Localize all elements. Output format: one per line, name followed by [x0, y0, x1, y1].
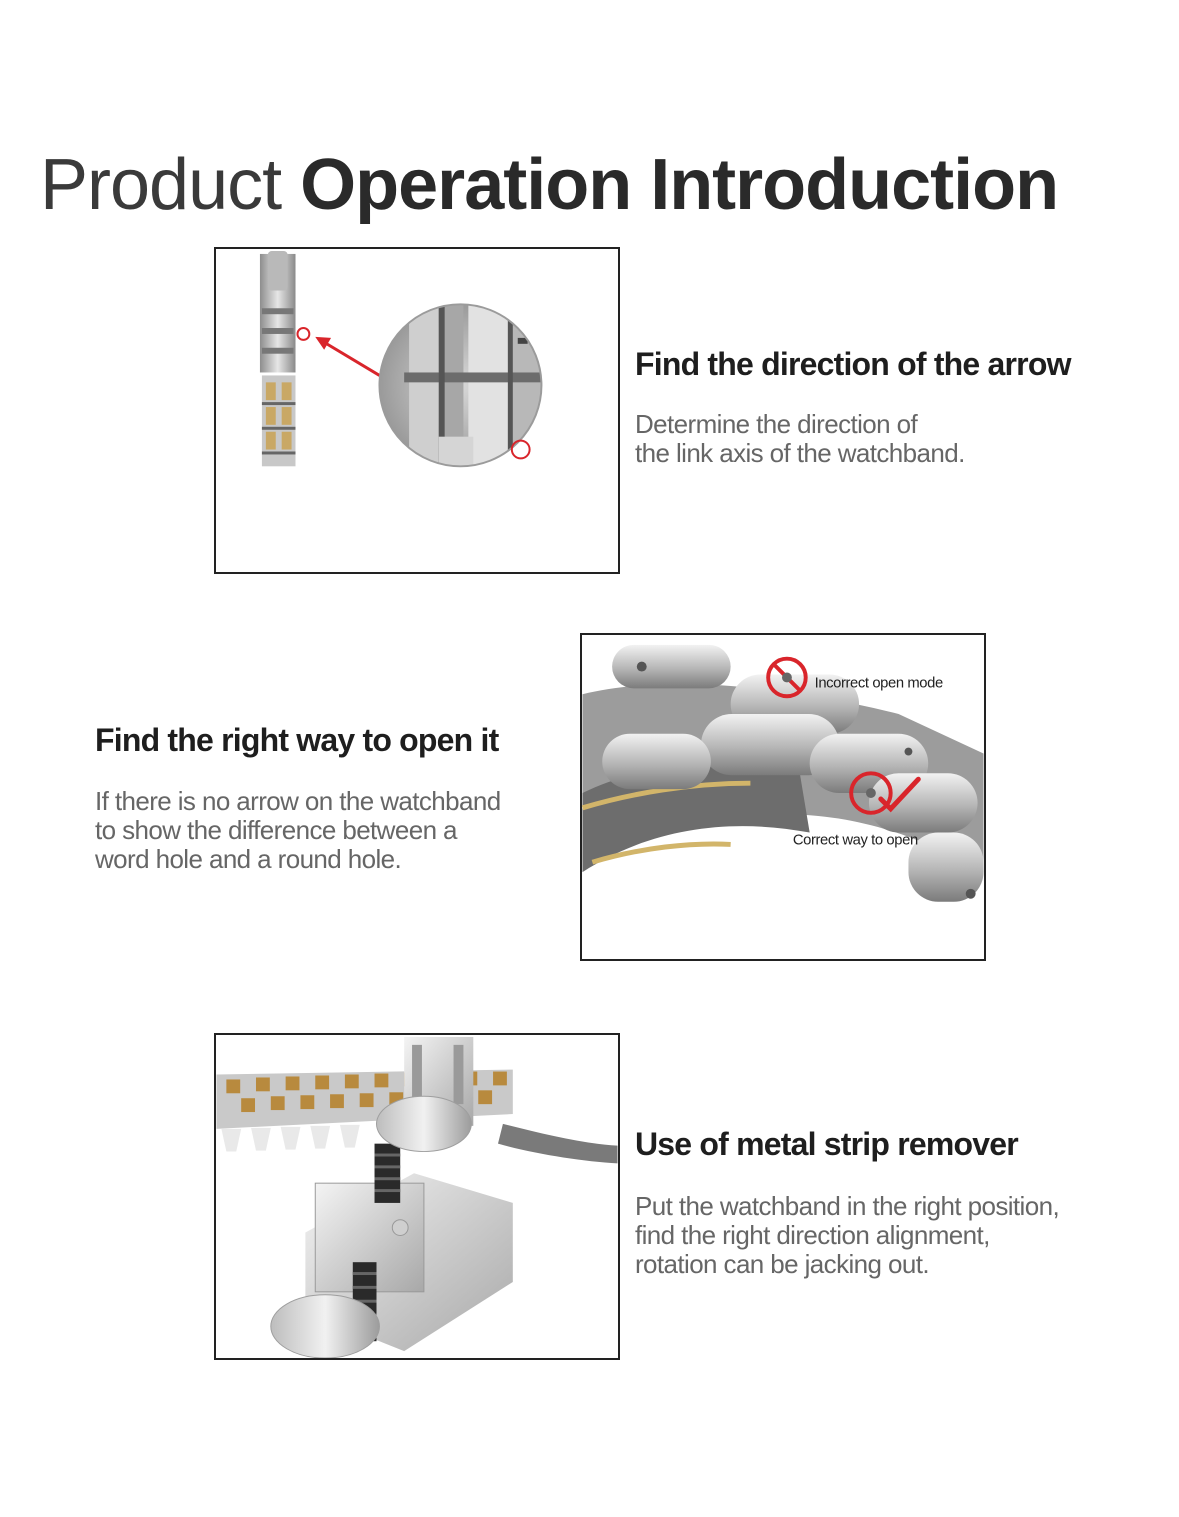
desc-line: Determine the direction of [635, 409, 918, 439]
title-bold-words: Operation Introduction [300, 145, 1059, 225]
step1-photo [214, 247, 620, 574]
step3-heading: Use of metal strip remover [635, 1126, 1019, 1162]
step1-heading: Find the direction of the arrow [635, 346, 1071, 382]
watchband-strip [259, 250, 296, 467]
title-light-word: Product [40, 145, 282, 225]
desc-line: Put the watchband in the right position, [635, 1191, 1060, 1221]
red-arrow-icon [315, 336, 381, 377]
incorrect-open-mode-label: Incorrect open mode [815, 675, 943, 691]
desc-line: If there is no arrow on the watchband [95, 786, 501, 816]
step3-photo [214, 1033, 620, 1360]
desc-line: rotation can be jacking out. [635, 1249, 930, 1279]
incorrect-marker-icon [766, 656, 808, 699]
desc-line: find the right direction alignment, [635, 1220, 990, 1250]
step1-description: Determine the direction of the link axis… [635, 410, 965, 468]
magnified-view [378, 303, 543, 468]
pin-marker-circle [510, 439, 531, 460]
watchband-links [582, 644, 984, 902]
small-marker-circle [296, 327, 311, 341]
step2-photo: Incorrect open mode Correct way to open [580, 633, 986, 961]
page-title: Product Operation Introduction [40, 140, 1160, 230]
step2-description: If there is no arrow on the watchband to… [95, 787, 501, 874]
correct-marker-icon [849, 771, 921, 815]
desc-line: word hole and a round hole. [95, 844, 402, 874]
threaded-screw [352, 1143, 401, 1342]
strip-remover-tool [270, 1036, 513, 1358]
desc-line: to show the difference between a [95, 815, 458, 845]
desc-line: the link axis of the watchband. [635, 438, 965, 468]
correct-way-label: Correct way to open [793, 832, 918, 848]
step3-description: Put the watchband in the right position,… [635, 1191, 1060, 1279]
step2-heading: Find the right way to open it [95, 722, 499, 758]
